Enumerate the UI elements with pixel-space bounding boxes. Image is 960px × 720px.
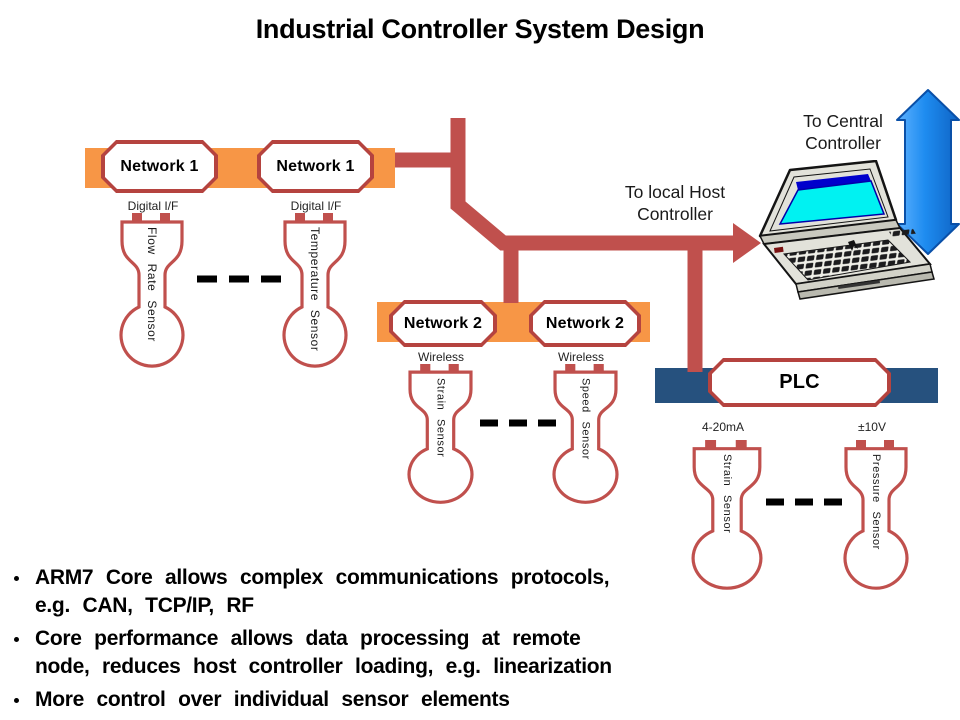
- pressure-sensor: Pressure Sensor: [844, 440, 908, 590]
- sensor-flask-icon: [692, 440, 762, 590]
- sensor-flask-icon: [553, 364, 618, 504]
- strain-sensor-plc: Strain Sensor: [692, 440, 762, 590]
- list-item: ARM7 Core allows complex communications …: [10, 564, 740, 620]
- bullet-dot-icon: [14, 576, 19, 581]
- network1-node-b-label: Network 1: [276, 157, 355, 175]
- sensor-flask-icon: [283, 213, 347, 368]
- wireless-label-b: Wireless: [557, 350, 605, 364]
- sensor-label: Strain Sensor: [434, 378, 447, 458]
- sensor-flask-icon: [844, 440, 908, 590]
- network1-node-a: Network 1: [101, 140, 218, 193]
- central-controller-arrow-icon: [896, 89, 960, 255]
- flow-rate-sensor: Flow Rate Sensor: [120, 213, 184, 368]
- speed-sensor: Speed Sensor: [553, 364, 618, 504]
- sensor-flask-icon: [120, 213, 184, 368]
- note-line: node, reduces host controller loading, e…: [35, 655, 612, 678]
- network2-node-b: Network 2: [529, 300, 641, 347]
- plc-node: PLC: [708, 358, 891, 407]
- sensor-flask-icon: [408, 364, 473, 504]
- wireless-label-a: Wireless: [417, 350, 465, 364]
- note-line: ARM7 Core allows complex communications …: [35, 566, 610, 589]
- sensor-label: Flow Rate Sensor: [145, 227, 159, 342]
- laptop-icon: [758, 160, 935, 300]
- digital-if-label-a: Digital I/F: [127, 199, 179, 213]
- network2-node-a-label: Network 2: [403, 314, 483, 332]
- voltage-label: ±10V: [858, 420, 886, 434]
- network2-node-b-label: Network 2: [545, 314, 625, 332]
- bullet-dot-icon: [14, 637, 19, 642]
- note-line: More control over individual sensor elem…: [35, 688, 510, 711]
- current-loop-label: 4-20mA: [701, 420, 745, 434]
- to-local-host-label: To local Host Controller: [624, 182, 726, 224]
- notes-list: ARM7 Core allows complex communications …: [10, 564, 740, 719]
- strain-sensor-wireless: Strain Sensor: [408, 364, 473, 504]
- digital-if-label-b: Digital I/F: [290, 199, 342, 213]
- network1-node-b: Network 1: [257, 140, 374, 193]
- network2-node-a: Network 2: [389, 300, 497, 347]
- sensor-label: Speed Sensor: [579, 378, 592, 460]
- page-title: Industrial Controller System Design: [255, 14, 705, 44]
- temperature-sensor: Temperature Sensor: [283, 213, 347, 368]
- to-central-controller-label: To Central Controller: [803, 111, 883, 153]
- sensor-label: Temperature Sensor: [308, 227, 322, 352]
- list-item: Core performance allows data processing …: [10, 625, 740, 681]
- network1-node-a-label: Network 1: [120, 157, 199, 175]
- list-item: More control over individual sensor elem…: [10, 686, 740, 714]
- bullet-dot-icon: [14, 698, 19, 703]
- note-line: e.g. CAN, TCP/IP, RF: [35, 594, 254, 617]
- plc-node-label: PLC: [779, 371, 820, 393]
- sensor-label: Strain Sensor: [721, 454, 733, 534]
- note-line: Core performance allows data processing …: [35, 627, 581, 650]
- sensor-label: Pressure Sensor: [870, 454, 882, 550]
